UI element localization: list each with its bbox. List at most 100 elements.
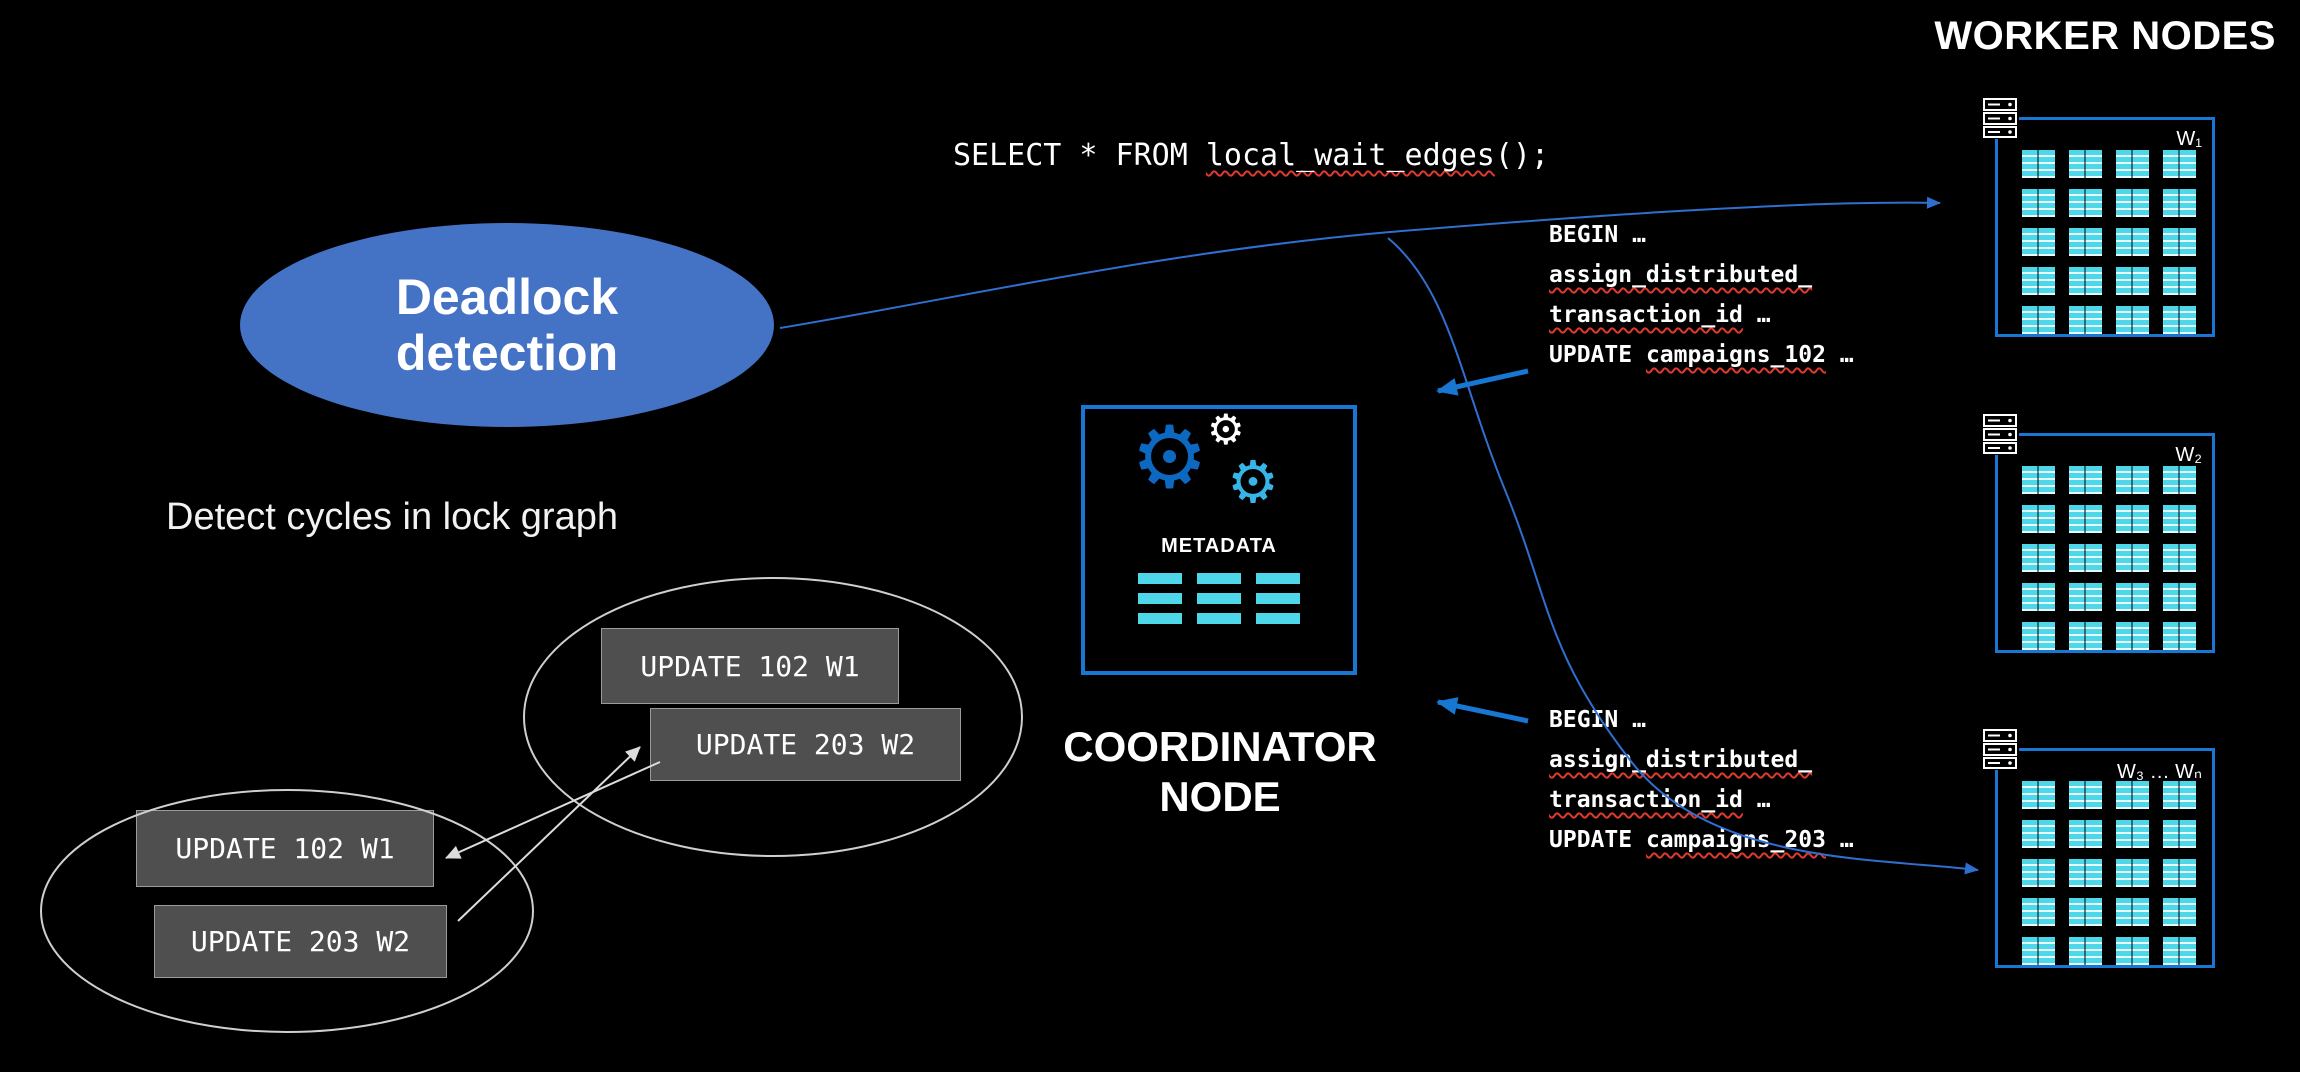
table-icon <box>2163 306 2196 334</box>
table-icon <box>2069 937 2102 965</box>
text-line: BEGIN … <box>1549 707 1646 733</box>
server-icon <box>1981 97 2019 139</box>
table-icon <box>2069 306 2102 334</box>
text-line: assign_distributed_ <box>1549 262 1813 288</box>
lock-node-update-102-w1-upper: UPDATE 102 W1 <box>601 628 899 704</box>
table-icon <box>2116 150 2149 178</box>
metadata-row-bar <box>1256 573 1300 584</box>
metadata-row-bar <box>1256 593 1300 604</box>
text-line: UPDATE campaigns_102 … <box>1549 342 1854 368</box>
text-line: transaction_id … <box>1549 787 1771 813</box>
table-icon <box>2163 228 2196 256</box>
metadata-row-bar <box>1138 593 1182 604</box>
table-icon <box>2163 267 2196 295</box>
table-icon <box>2116 306 2149 334</box>
text-line: BEGIN … <box>1549 222 1646 248</box>
table-icon <box>2069 189 2102 217</box>
table-icon <box>2163 898 2196 926</box>
table-icon <box>2022 228 2055 256</box>
table-icon <box>2163 937 2196 965</box>
table-icon <box>2163 505 2196 533</box>
worker-label-1: W₁ <box>2176 128 2202 150</box>
table-icon <box>2163 583 2196 611</box>
coordinator-node-heading: COORDINATOR NODE <box>1063 723 1377 821</box>
gear-icon: ⚙ <box>1207 405 1245 454</box>
table-icon <box>2022 622 2055 650</box>
lock-node-update-203-w2-lower: UPDATE 203 W2 <box>154 905 447 978</box>
detect-cycles-caption: Detect cycles in lock graph <box>166 496 618 538</box>
shard-tables-grid <box>2022 781 2196 965</box>
table-icon <box>2116 544 2149 572</box>
metadata-row-bar <box>1197 613 1241 624</box>
table-icon <box>2163 622 2196 650</box>
metadata-label: METADATA <box>1161 535 1277 557</box>
table-icon <box>2116 228 2149 256</box>
worker-node-box-1: W₁ <box>1981 97 2215 337</box>
worker-node-box-3: W₃ … Wₙ <box>1981 728 2215 968</box>
table-icon <box>2022 505 2055 533</box>
lock-node-update-102-w1-lower: UPDATE 102 W1 <box>136 810 434 887</box>
server-icon <box>1981 728 2019 770</box>
table-icon <box>2022 781 2055 809</box>
server-icon-graphic <box>1983 98 2017 138</box>
transaction-sql-block-1: BEGIN … assign_distributed_ transaction_id… <box>1549 215 1854 375</box>
table-icon <box>2022 859 2055 887</box>
coordinator-node-box: ⚙ ⚙ ⚙ METADATA <box>1081 405 1357 675</box>
table-icon <box>2069 150 2102 178</box>
text-line: transaction_id … <box>1549 302 1771 328</box>
table-icon <box>2163 781 2196 809</box>
table-icon <box>2069 228 2102 256</box>
table-icon <box>2116 898 2149 926</box>
table-icon <box>2069 622 2102 650</box>
server-icon-graphic <box>1983 414 2017 454</box>
worker-label-3: W₃ … Wₙ <box>2117 761 2202 783</box>
text-line: assign_distributed_ <box>1549 747 1813 773</box>
table-icon <box>2022 267 2055 295</box>
table-icon <box>2163 150 2196 178</box>
server-icon <box>1981 413 2019 455</box>
table-icon <box>2116 937 2149 965</box>
table-icon <box>2069 781 2102 809</box>
table-icon <box>2163 859 2196 887</box>
metadata-row-bar <box>1197 573 1241 584</box>
table-icon <box>2022 544 2055 572</box>
table-icon <box>2116 781 2149 809</box>
table-icon <box>2022 937 2055 965</box>
shard-tables-grid <box>2022 466 2196 650</box>
text-line: UPDATE campaigns_203 … <box>1549 827 1854 853</box>
metadata-row-bar <box>1197 593 1241 604</box>
table-icon <box>2069 820 2102 848</box>
cycle-arrow-lower-to-upper <box>457 746 641 922</box>
table-icon <box>2022 583 2055 611</box>
table-icon <box>2069 267 2102 295</box>
table-icon <box>2022 466 2055 494</box>
table-icon <box>2116 859 2149 887</box>
transaction-sql-block-2: BEGIN … assign_distributed_ transaction_id… <box>1549 700 1854 860</box>
table-icon <box>2163 189 2196 217</box>
worker-node-box-2: W₂ <box>1981 413 2215 653</box>
table-icon <box>2116 505 2149 533</box>
worker-label-2: W₂ <box>2175 444 2202 466</box>
table-icon <box>2116 583 2149 611</box>
table-icon <box>2116 622 2149 650</box>
table-icon <box>2022 820 2055 848</box>
cycle-arrow-upper-to-lower <box>445 761 661 859</box>
server-icon-graphic <box>1983 729 2017 769</box>
arrow-tx1-to-coordinator <box>1436 368 1529 396</box>
deadlock-detection-label: Deadlock detection <box>395 269 619 381</box>
metadata-row-bar <box>1138 613 1182 624</box>
gear-icon: ⚙ <box>1131 408 1209 508</box>
lock-node-update-203-w2-upper: UPDATE 203 W2 <box>650 708 961 781</box>
sql-query-select-wait-edges: SELECT * FROM local_wait_edges(); <box>953 138 1549 173</box>
table-icon <box>2069 505 2102 533</box>
worker-nodes-heading: WORKER NODES <box>1934 14 2276 58</box>
deadlock-detection-ellipse: Deadlock detection <box>240 223 774 427</box>
table-icon <box>2163 466 2196 494</box>
table-icon <box>2069 898 2102 926</box>
metadata-table-rows <box>1138 573 1300 624</box>
table-icon <box>2116 189 2149 217</box>
table-icon <box>2022 189 2055 217</box>
table-icon <box>2069 466 2102 494</box>
table-icon <box>2069 859 2102 887</box>
